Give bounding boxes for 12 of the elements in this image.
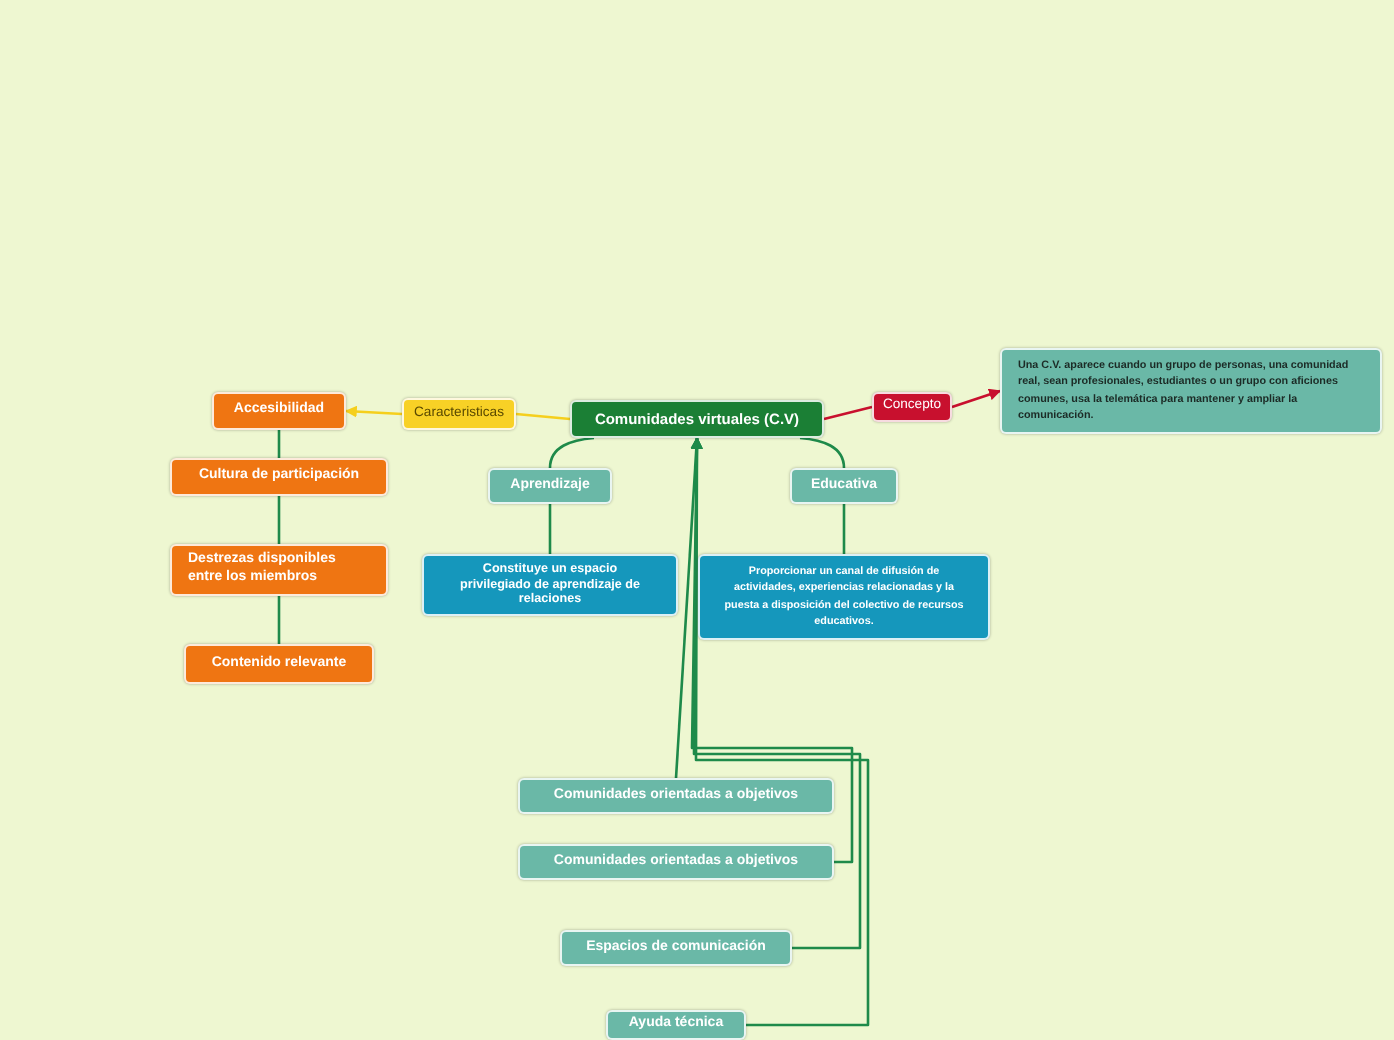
connector-line bbox=[277, 496, 281, 544]
connector-line bbox=[277, 596, 281, 644]
connector-line bbox=[548, 436, 595, 469]
connector-line bbox=[799, 436, 846, 469]
connector-line bbox=[277, 430, 281, 458]
connector-line bbox=[548, 504, 552, 554]
connector-line bbox=[842, 504, 846, 554]
connector-line bbox=[515, 412, 571, 421]
arrow bbox=[951, 388, 1002, 409]
arrow bbox=[344, 405, 403, 418]
arrow bbox=[690, 436, 870, 1027]
connector-line bbox=[823, 405, 873, 421]
